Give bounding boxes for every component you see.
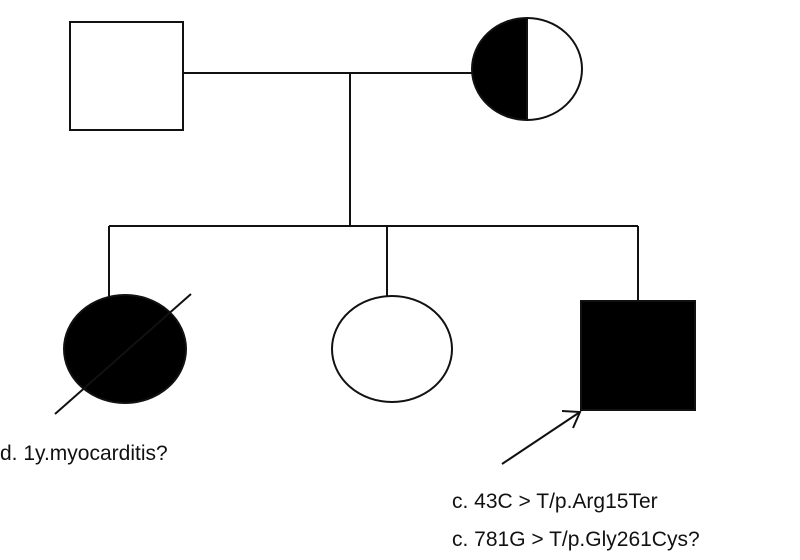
mother-circle-filled-half: [472, 18, 527, 120]
father-square: [69, 21, 184, 131]
child-1-note: d. 1y.myocarditis?: [0, 442, 168, 465]
proband-variant-2: c. 781G > T/p.Gly261Cys?: [452, 528, 700, 551]
child-1-deceased-slash: [54, 293, 192, 415]
child-2-unaffected-female: [331, 295, 453, 403]
child-3-affected-male: [580, 300, 696, 411]
proband-variant-1: c. 43C > T/p.Arg15Ter: [452, 490, 658, 513]
child-1-affected-female: [63, 294, 187, 404]
proband-arrow-shaft: [501, 411, 581, 465]
proband-arrow-head: [561, 410, 582, 429]
